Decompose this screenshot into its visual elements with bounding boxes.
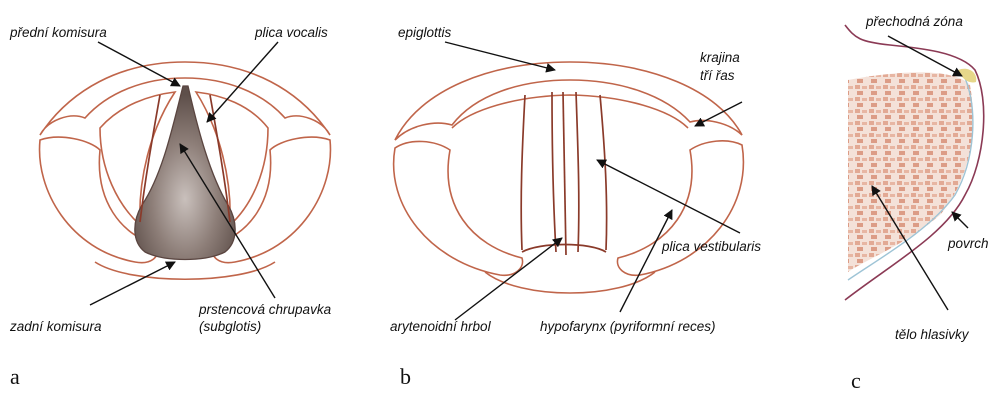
panel-b-inner-rim [452,95,688,128]
panel-b-epiglottis [395,62,742,140]
panel-a-bottom-arc [95,262,275,279]
label-c-body: tělo hlasivky [895,327,970,342]
label-b-epiglottis: epiglottis [398,25,452,40]
arrow-a-anterior-commissure [98,42,180,86]
panel-b-arytenoid [522,245,606,253]
panel-b-diagram [394,62,744,293]
label-b-arytenoid: arytenoidní hrbol [390,319,492,334]
panel-b-left-fold [394,141,523,275]
label-c-surface: povrch [947,236,989,251]
label-b-vestibular: plica vestibularis [661,239,761,254]
panel-letter-b: b [400,364,411,389]
panel-c-diagram [845,25,984,300]
label-a-cricoid-2: (subglotis) [199,319,261,334]
panel-b-vestibular-right [600,95,607,250]
label-b-three-folds-1: krajina [700,50,740,65]
arrow-b-hypopharynx [620,210,672,312]
panel-letter-c: c [851,368,861,392]
panel-a-subglottis [135,86,235,260]
label-a-vocal-fold: plica vocalis [254,25,328,40]
arrow-a-posterior-commissure [90,262,175,305]
label-b-three-folds-2: tří řas [700,68,735,83]
arrow-b-arytenoid [455,238,562,320]
label-a-anterior-commissure: přední komisura [9,25,107,40]
panel-b-vestibular-left [521,95,525,250]
arrow-c-surface [952,212,968,228]
panel-b-vocal-left [552,92,556,252]
panel-b-vocal-right [576,92,579,252]
label-b-hypopharynx: hypofarynx (pyriformní reces) [540,319,716,334]
panel-b-right-fold [617,141,743,275]
arrow-b-epiglottis [445,42,555,70]
arrow-b-vestibular [597,160,740,233]
panel-b-glottis [563,92,566,255]
label-c-transition: přechodná zóna [865,14,963,29]
panel-letter-a: a [10,364,20,389]
label-a-cricoid-1: prstencová chrupavka [198,302,332,317]
panel-a-diagram [40,62,331,279]
label-a-posterior-commissure: zadní komisura [9,319,102,334]
